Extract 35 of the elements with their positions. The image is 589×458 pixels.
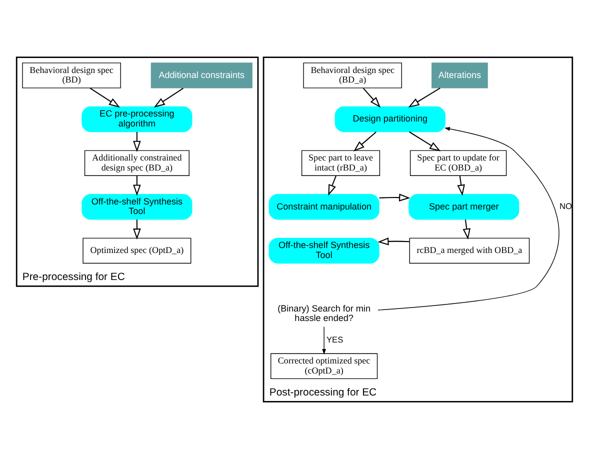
edge-label: YES: [326, 334, 344, 344]
node-box: Constraint manipulation: [268, 194, 380, 220]
node-box: Alterations: [432, 62, 488, 88]
arrow: [133, 219, 141, 240]
node-box: rcBD_a merged with OBD_a: [409, 237, 530, 264]
arrow: [378, 126, 560, 310]
arrow: [154, 87, 184, 107]
node-box: Corrected optimized spec (cOptD_a): [270, 352, 378, 379]
node-box: Behavioral design spec (BD_a): [303, 62, 402, 88]
node-box: Off-the-shelf Synthesis Tool: [268, 237, 380, 264]
arrow: [409, 130, 441, 151]
arrow: [362, 87, 381, 108]
edge-label: NO: [560, 200, 572, 211]
node-box: Additionally constrained design spec (BD_a): [84, 150, 190, 176]
arrow: [379, 193, 410, 201]
arrow: [322, 326, 326, 354]
arrow: [457, 175, 465, 196]
arrow: [90, 87, 120, 108]
arrow: [353, 131, 376, 151]
node-box: Design partitioning: [334, 106, 446, 132]
node-box: Spec part merger: [408, 194, 520, 220]
node-box: Spec part to update for EC (OBD_a): [410, 150, 507, 176]
node-box: Off-the-shelf Synthesis Tool: [82, 194, 192, 220]
arrow: [328, 175, 336, 196]
arrow: [462, 219, 470, 240]
arrow: [133, 175, 141, 196]
arrow: [133, 132, 141, 152]
node-box: Optimized spec (OptD_a): [82, 237, 192, 264]
node-box: Spec part to leave intact (rBD_a): [301, 150, 380, 176]
node-box: Additional constraints: [150, 62, 252, 88]
node-box: EC pre-processing algorithm: [82, 106, 192, 132]
arrow: [408, 87, 440, 108]
node-box: Behavioral design spec (BD): [22, 62, 121, 88]
arrow: [378, 237, 410, 245]
node-text: (Binary) Search for min hassle ended?: [278, 303, 370, 323]
